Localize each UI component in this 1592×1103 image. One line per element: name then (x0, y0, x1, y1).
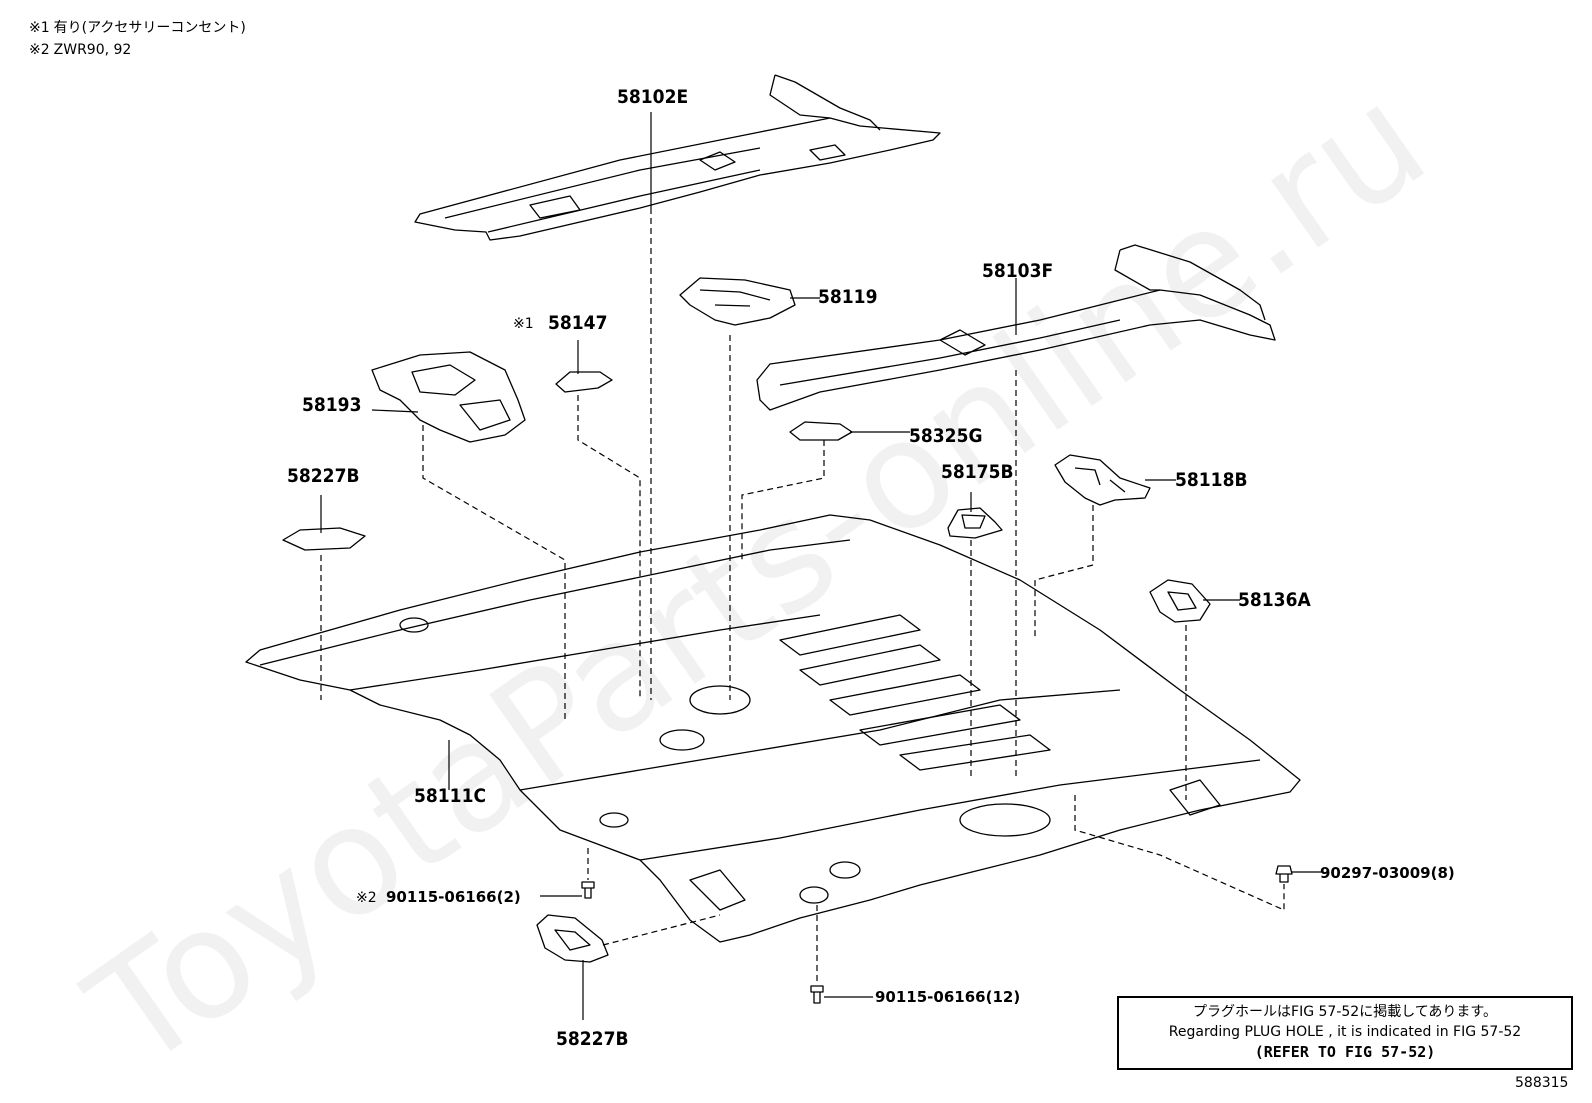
bolt-90115-small (581, 881, 595, 899)
label-90115-06166-2: 90115-06166(2) (386, 888, 521, 906)
reference-line-2: Regarding PLUG HOLE , it is indicated in… (1168, 1024, 1522, 1040)
bracket-58325G (789, 421, 853, 441)
label-58118B: 58118B (1175, 469, 1248, 491)
reference-line-1: プラグホールはFIG 57-52に掲載してあります。 (1193, 1004, 1497, 1020)
bolt-90115-large (810, 985, 824, 1004)
cross-member-58103F (756, 244, 1276, 411)
bracket-58227B-bottom (536, 914, 609, 963)
dashed-leaders (320, 208, 1285, 985)
solid-leaders (320, 112, 1322, 1020)
label-58147: 58147 (548, 312, 607, 334)
label-58103F: 58103F (982, 260, 1053, 282)
note-2-text: ZWR90, 92 (53, 42, 132, 58)
note-1-text: 有り(アクセサリーコンセント) (53, 20, 246, 36)
bracket-58147 (555, 371, 613, 393)
note-2-mark: ※2 (29, 42, 50, 58)
bracket-58227B-top (282, 527, 366, 551)
label-90115-06166-12: 90115-06166(12) (875, 988, 1020, 1006)
label-58111C: 58111C (414, 785, 486, 807)
label-58119: 58119 (818, 286, 877, 308)
label-90115-small-mark: ※2 (356, 890, 377, 906)
label-58136A: 58136A (1238, 589, 1311, 611)
cross-member-58102E (414, 74, 941, 241)
label-58227B-bottom: 58227B (556, 1028, 629, 1050)
note-1-mark: ※1 (29, 20, 50, 36)
label-58193: 58193 (302, 394, 361, 416)
label-58147-mark: ※1 (513, 316, 534, 332)
label-58325G: 58325G (909, 425, 983, 447)
label-58175B: 58175B (941, 461, 1014, 483)
bracket-58119 (679, 277, 796, 326)
floor-pan-58111C (245, 514, 1301, 943)
reference-line-3: (REFER TO FIG 57-52) (1254, 1043, 1436, 1061)
clip-90297 (1275, 865, 1293, 883)
label-90297-03009: 90297-03009(8) (1320, 864, 1455, 882)
bracket-58136A (1149, 579, 1211, 623)
bracket-58193 (371, 351, 526, 443)
bracket-58118B (1054, 454, 1151, 506)
figure-number: 588315 (1515, 1075, 1569, 1091)
label-58227B-top: 58227B (287, 465, 360, 487)
label-58102E: 58102E (617, 86, 688, 108)
mount-58175B (947, 507, 1003, 539)
reference-box: プラグホールはFIG 57-52に掲載してあります。 Regarding PLU… (1117, 996, 1573, 1070)
